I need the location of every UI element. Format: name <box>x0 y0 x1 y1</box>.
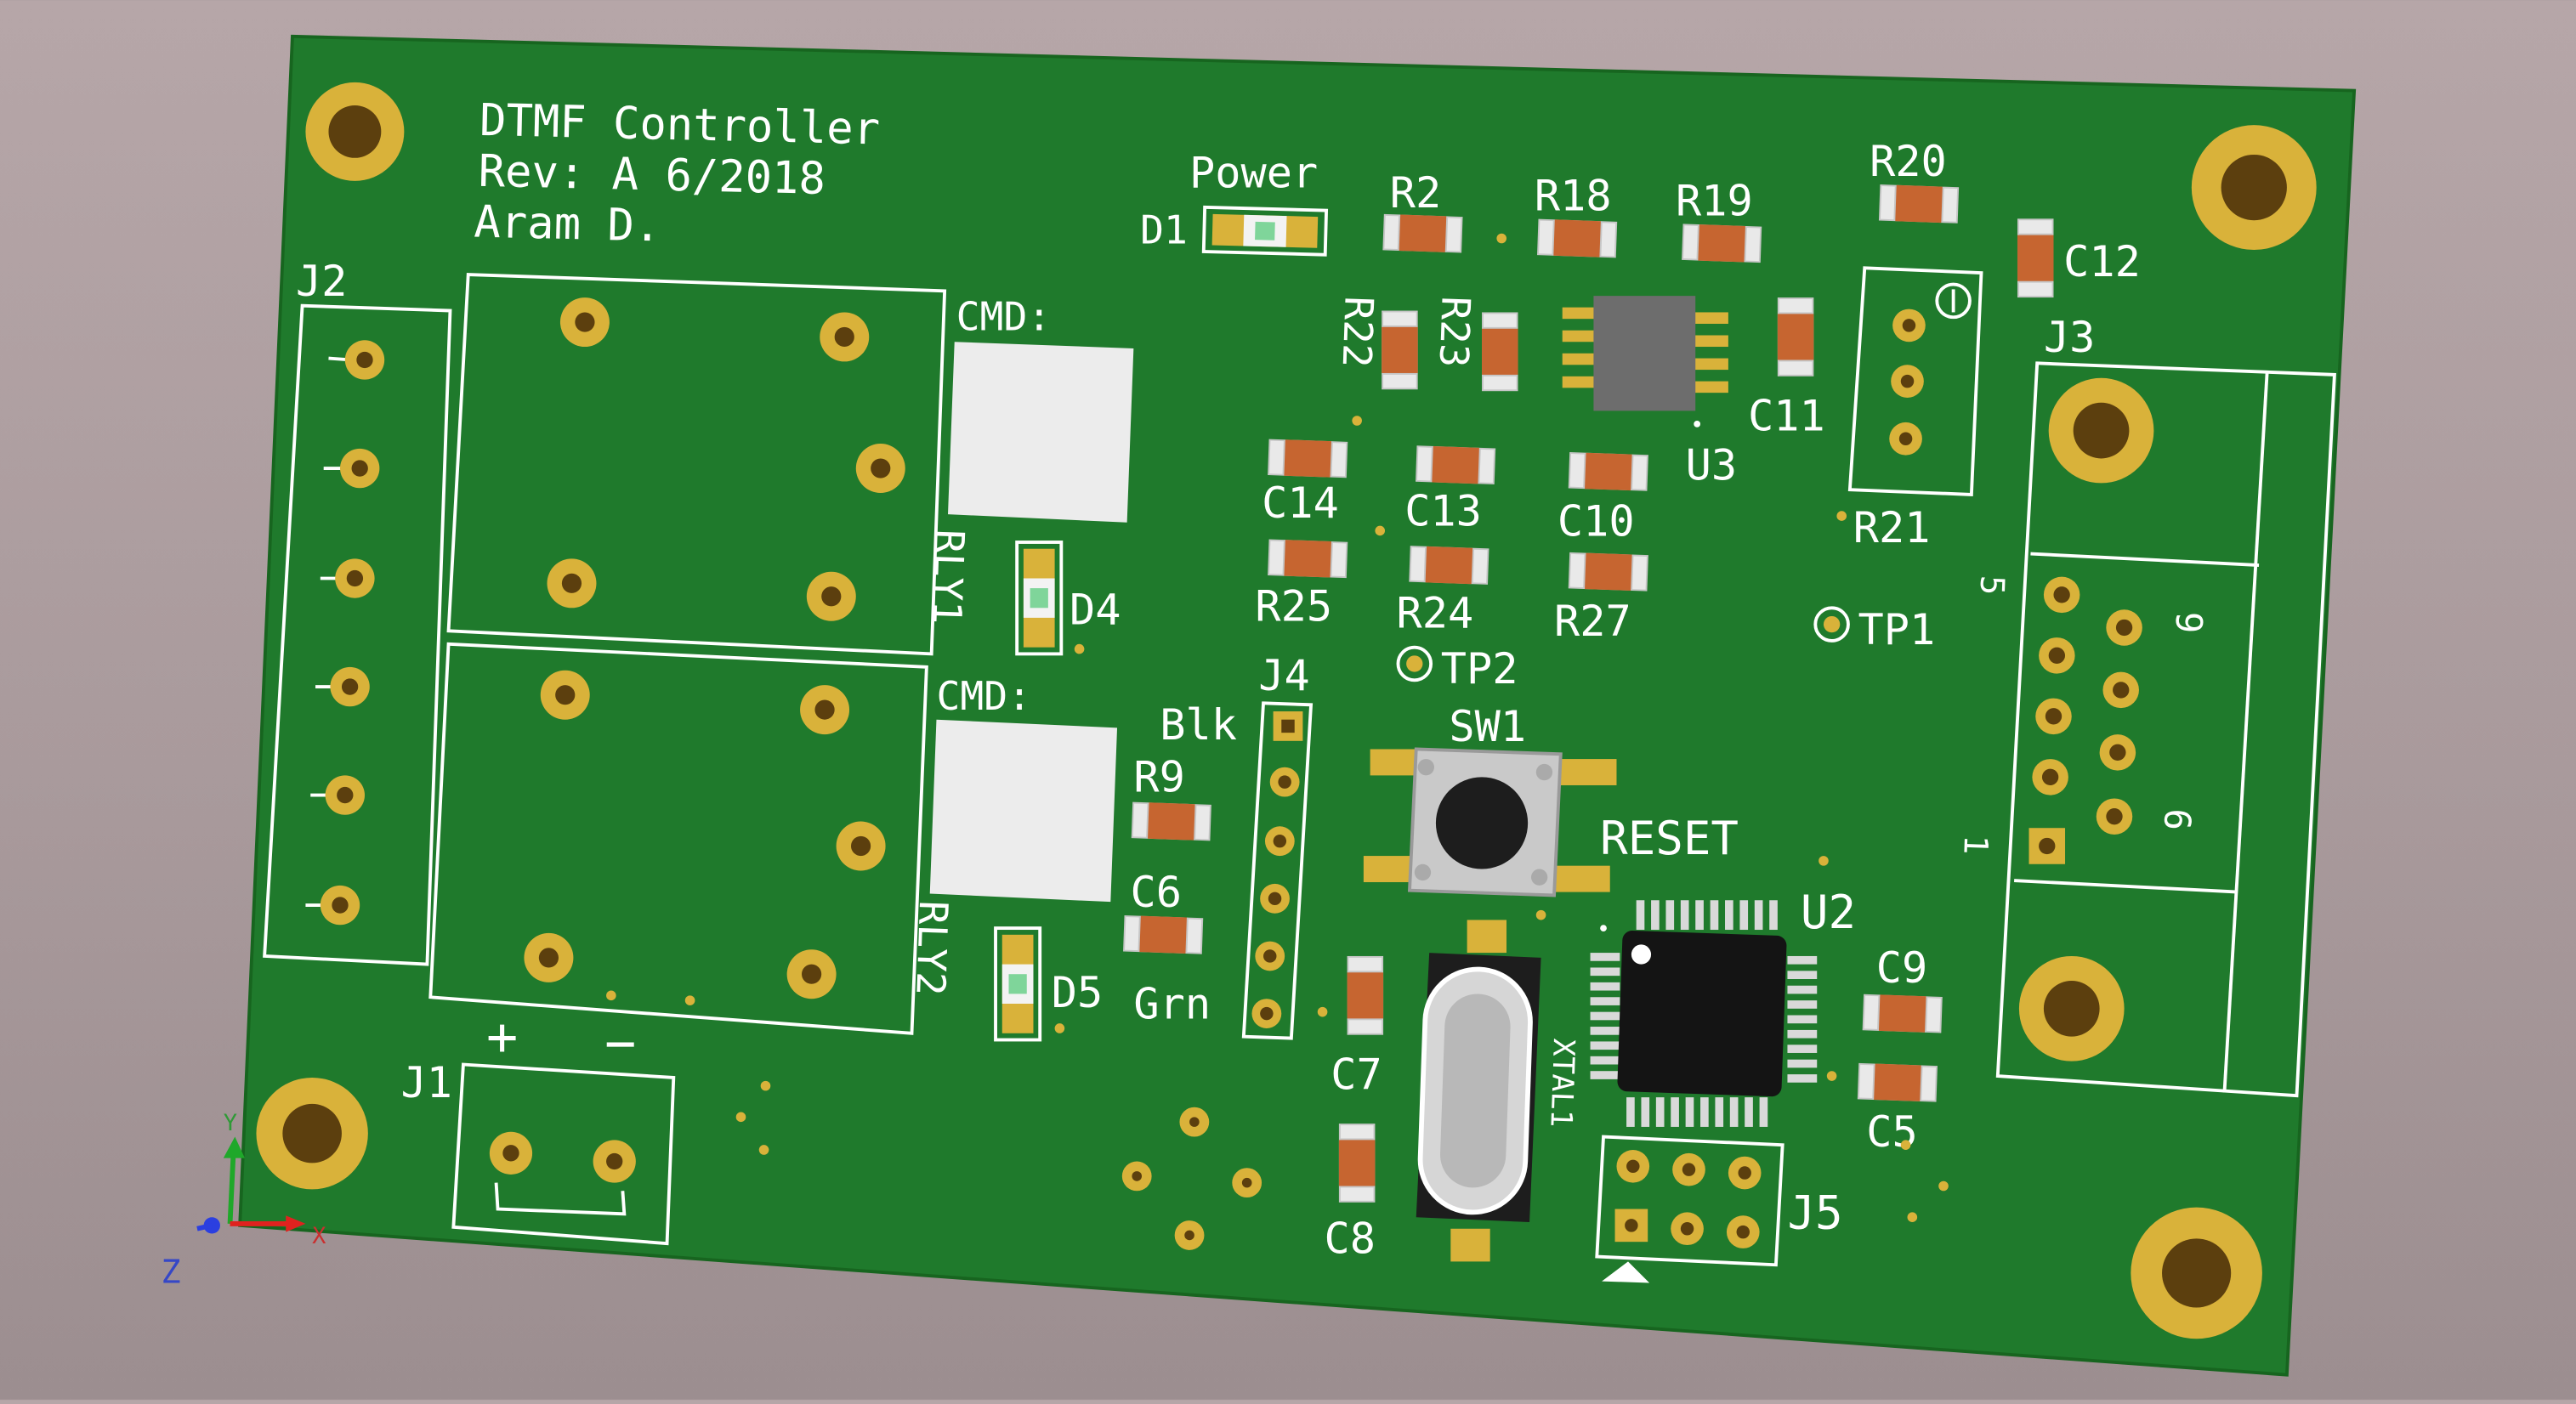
title-block: DTMF Controller Rev: A 6/2018 Aram D. <box>474 95 881 252</box>
c10-label: C10 <box>1558 495 1635 546</box>
title-line-2: Rev: A 6/2018 <box>478 146 826 205</box>
c12-label: C12 <box>2063 236 2141 286</box>
xtal1-label: XTAL1 <box>1543 1038 1580 1128</box>
rly1-label: RLY1 <box>924 529 973 625</box>
r2-label: R2 <box>1390 167 1441 218</box>
axis-y-label: Y <box>224 1110 237 1136</box>
u2-microcontroller: U2 <box>1590 856 1911 1150</box>
tp2: TP2 <box>1396 643 1518 694</box>
r20-label: R20 <box>1870 136 1947 186</box>
r19-label: R19 <box>1676 175 1753 225</box>
mounting-holes <box>256 82 2317 1339</box>
j1-power-terminal: J1 + − <box>401 1006 676 1246</box>
db9-pin5-label: 5 <box>1972 575 2011 596</box>
r21-trimmer: R21 <box>1836 266 1983 552</box>
d5-label: D5 <box>1052 967 1103 1017</box>
rly2-label: RLY2 <box>907 900 956 996</box>
sw1-reset-switch: SW1 RESET <box>1363 701 1739 920</box>
led-d4: D4 <box>1015 541 1121 656</box>
c9-label: C9 <box>1876 943 1928 993</box>
led-d1: D1 Power <box>1140 148 1329 257</box>
relay-rly1: RLY1 <box>446 273 973 656</box>
r27-label: R27 <box>1554 596 1631 646</box>
c7-label: C7 <box>1331 1049 1382 1099</box>
r22-label: R22 <box>1334 296 1382 369</box>
cmd-box-2: CMD: <box>929 673 1118 903</box>
cmd1-label: CMD: <box>956 294 1052 340</box>
db9-pin6-label: 6 <box>2155 808 2198 831</box>
axis-x-label: X <box>312 1223 326 1249</box>
minus-label: − <box>604 1013 636 1074</box>
db9-pin1-label: 1 <box>1955 835 1994 856</box>
j1-label: J1 <box>401 1057 453 1107</box>
j4-header: J4 Blk Grn <box>1133 650 1328 1040</box>
c13-label: C13 <box>1404 486 1482 536</box>
j2-label: J2 <box>296 256 348 306</box>
d1-label: D1 <box>1140 207 1188 252</box>
blk-label: Blk <box>1160 699 1237 750</box>
xtal1-crystal: XTAL1 <box>1416 920 1580 1262</box>
tp1: TP1 <box>1813 604 1936 654</box>
plus-label: + <box>486 1006 518 1067</box>
r2 <box>1382 213 1463 253</box>
c6-label: C6 <box>1130 867 1182 917</box>
led-d5: D5 <box>994 926 1103 1042</box>
u2-pins <box>1590 900 1818 1127</box>
axis-z-label: Z <box>161 1254 180 1292</box>
sw1-label: SW1 <box>1449 701 1526 751</box>
c5-label: C5 <box>1866 1107 1918 1157</box>
r24-label: R24 <box>1397 587 1474 637</box>
reset-label: RESET <box>1600 812 1739 865</box>
title-line-3: Aram D. <box>474 197 661 252</box>
db9-pin9-label: 9 <box>2167 611 2210 634</box>
title-line-1: DTMF Controller <box>479 95 880 156</box>
j5-label: J5 <box>1787 1186 1842 1240</box>
r25-label: R25 <box>1255 581 1332 631</box>
d4-label: D4 <box>1070 585 1121 635</box>
axis-gizmo: X Y Z <box>161 1110 326 1292</box>
u2-label: U2 <box>1801 886 1856 939</box>
r21-label: R21 <box>1853 502 1931 552</box>
power-label: Power <box>1189 148 1318 198</box>
j3-label: J3 <box>2044 312 2096 362</box>
r23-label: R23 <box>1431 296 1479 369</box>
j5-isp-header: J5 <box>1595 1135 1949 1283</box>
u3-ic: U3 <box>1562 296 1738 490</box>
j2-terminal-block: J2 <box>263 256 452 966</box>
tp2-label: TP2 <box>1441 643 1518 694</box>
c8-label: C8 <box>1325 1214 1376 1264</box>
c14-label: C14 <box>1262 478 1339 528</box>
r18-label: R18 <box>1535 171 1612 221</box>
cmd-box-1: CMD: <box>947 294 1134 523</box>
cmd2-label: CMD: <box>936 673 1031 719</box>
grn-label: Grn <box>1133 978 1211 1028</box>
j3-db9-connector: J3 5 1 9 6 <box>1955 312 2336 1098</box>
c11-label: C11 <box>1748 391 1825 441</box>
tp1-label: TP1 <box>1858 604 1936 654</box>
u3-label: U3 <box>1686 440 1738 490</box>
relay-rly2: RLY2 <box>428 642 956 1035</box>
j4-label: J4 <box>1258 650 1310 700</box>
r9-label: R9 <box>1133 752 1184 802</box>
passives: R2 R18 R19 R20 C12 R22 <box>1123 136 2141 1264</box>
